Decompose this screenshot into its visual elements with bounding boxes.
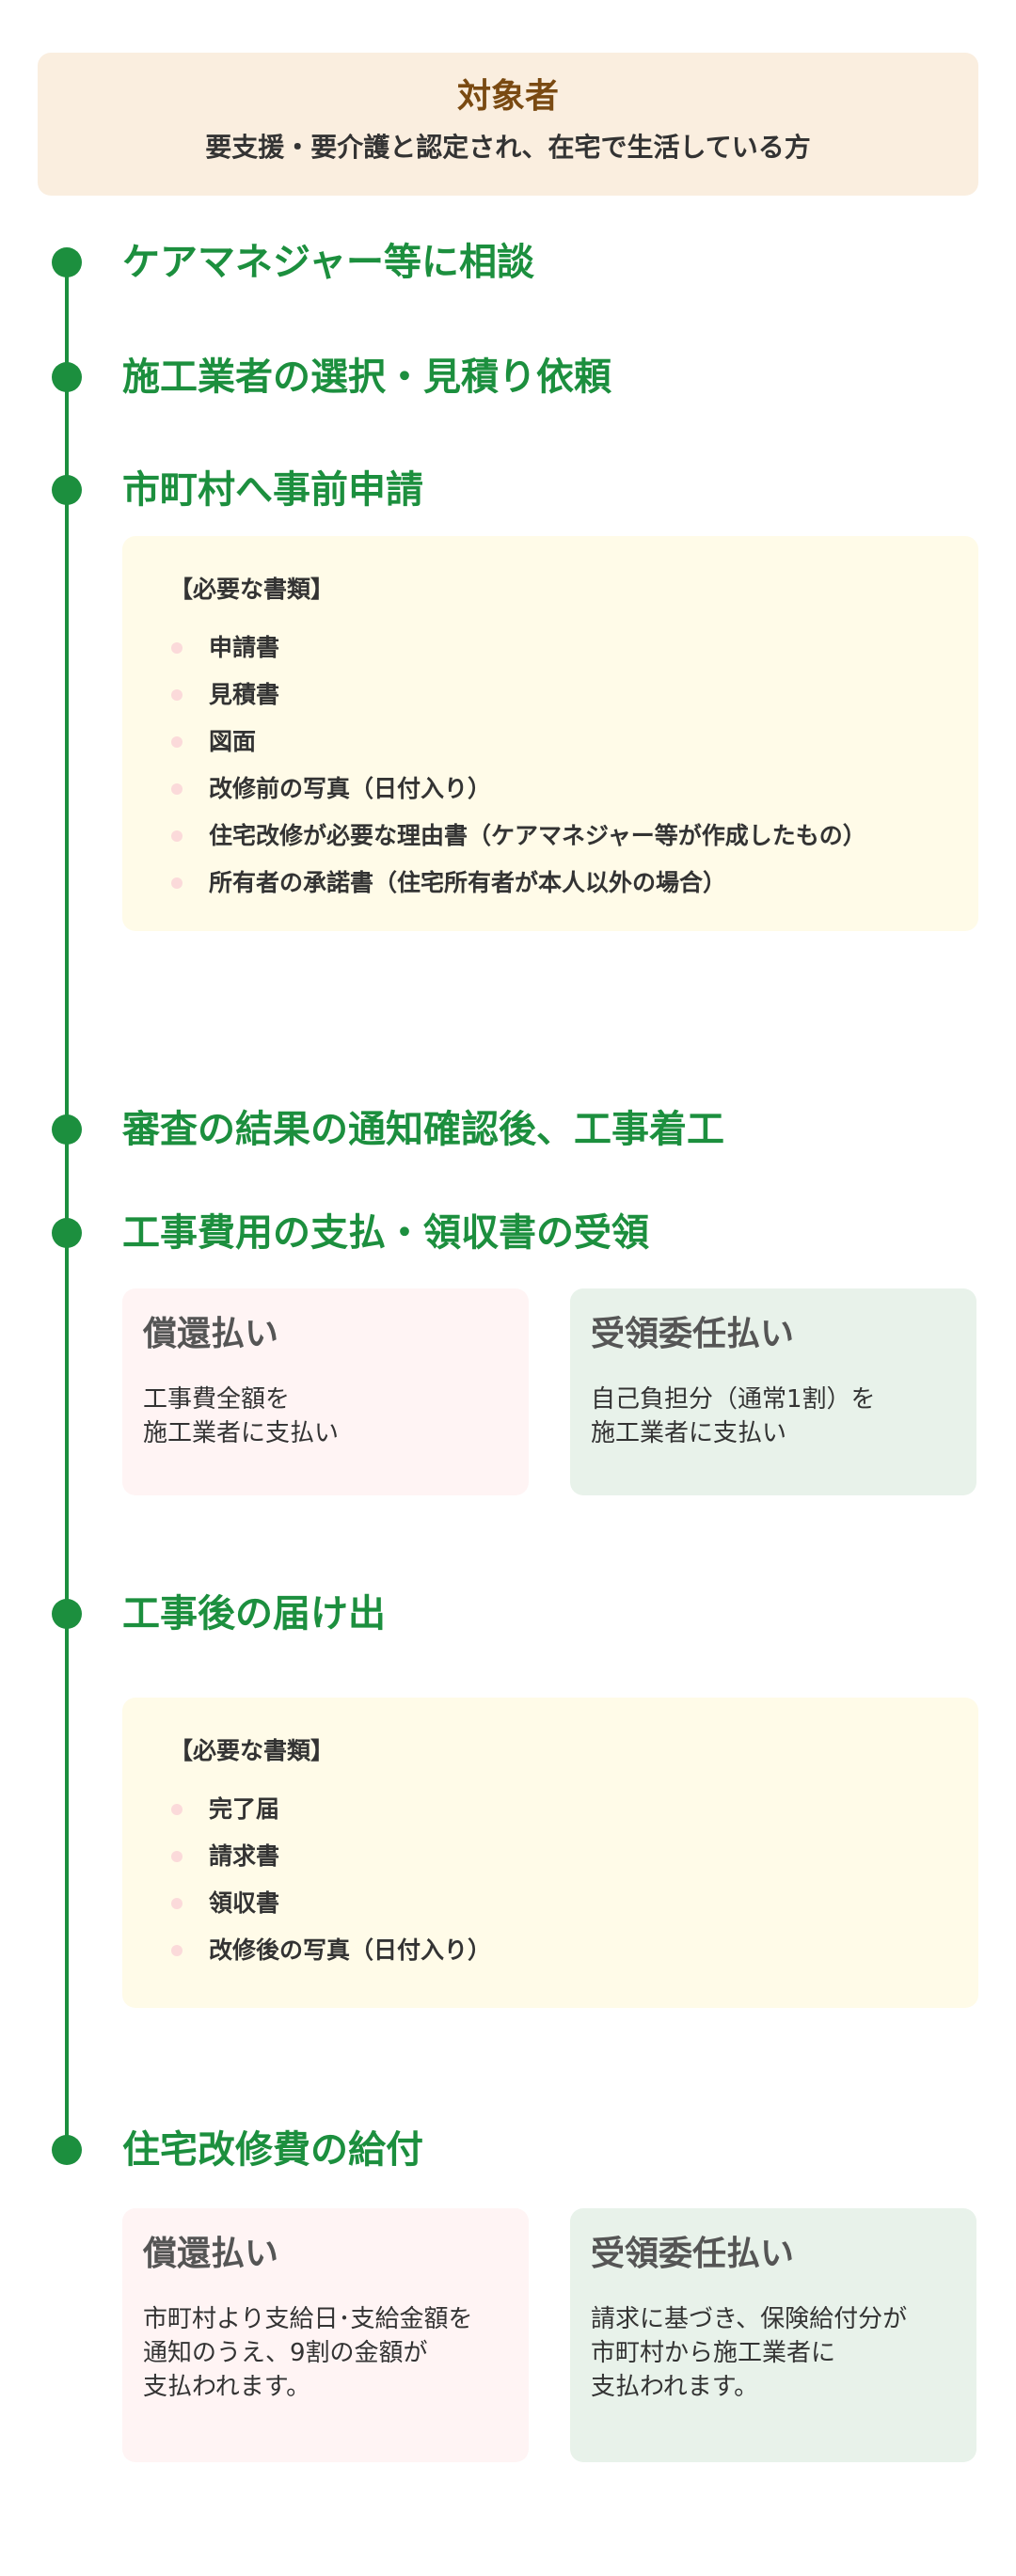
timeline-dot-icon [52, 247, 82, 277]
bullet-icon [171, 642, 183, 654]
documents-heading: 【必要な書類】 [169, 576, 335, 603]
step-payment: 工事費用の支払・領収書の受領 [0, 1204, 1016, 1260]
step-title: 施工業者の選択・見積り依頼 [122, 356, 611, 399]
step-consult: ケアマネジャー等に相談 [0, 233, 1016, 290]
benefit-card-delegated: 受領委任払い 請求に基づき、保険給付分が 市町村から施工業者に 支払われます。 [570, 2208, 976, 2462]
list-item: 請求書 [169, 1833, 931, 1880]
bullet-icon [171, 1804, 183, 1815]
target-box: 対象者 要支援・要介護と認定され、在宅で生活している方 [38, 53, 978, 196]
timeline-dot-icon [52, 475, 82, 505]
step-benefit: 住宅改修費の給付 [0, 2121, 1016, 2177]
target-title: 対象者 [456, 77, 559, 116]
bullet-icon [171, 830, 183, 842]
step-report: 工事後の届け出 [0, 1585, 1016, 1641]
card-body: 自己負担分（通常1割）を 施工業者に支払い [591, 1385, 876, 1447]
timeline-dot-icon [52, 1218, 82, 1248]
bullet-icon [171, 1898, 183, 1909]
list-item: 改修後の写真（日付入り） [169, 1927, 931, 1974]
step-estimate: 施工業者の選択・見積り依頼 [0, 348, 1016, 404]
step-title: 住宅改修費の給付 [122, 2128, 423, 2172]
list-item: 見積書 [169, 672, 931, 719]
step-title: 市町村へ事前申請 [122, 468, 423, 512]
timeline-dot-icon [52, 2135, 82, 2165]
timeline-dot-icon [52, 1114, 82, 1145]
list-item: 完了届 [169, 1786, 931, 1833]
step-title: 審査の結果の通知確認後、工事着工 [122, 1108, 724, 1151]
benefit-card-reimbursement: 償還払い 市町村より支給日･支給金額を 通知のうえ、9割の金額が 支払われます。 [122, 2208, 529, 2462]
payment-card-reimbursement: 償還払い 工事費全額を 施工業者に支払い [122, 1288, 529, 1495]
step-review: 審査の結果の通知確認後、工事着工 [0, 1100, 1016, 1157]
bullet-icon [171, 689, 183, 701]
timeline-dot-icon [52, 1599, 82, 1629]
list-item: 住宅改修が必要な理由書（ケアマネジャー等が作成したもの） [169, 813, 931, 860]
list-item: 図面 [169, 719, 931, 766]
timeline-line [65, 261, 69, 2161]
step-title: 工事費用の支払・領収書の受領 [122, 1211, 649, 1255]
card-title: 償還払い [143, 2235, 279, 2273]
card-title: 受領委任払い [591, 1315, 795, 1353]
step-title: 工事後の届け出 [122, 1592, 386, 1636]
list-item: 申請書 [169, 624, 931, 672]
payment-card-delegated: 受領委任払い 自己負担分（通常1割）を 施工業者に支払い [570, 1288, 976, 1495]
documents-list: 完了届 請求書 領収書 改修後の写真（日付入り） [169, 1786, 931, 1974]
bullet-icon [171, 783, 183, 795]
bullet-icon [171, 1945, 183, 1956]
card-title: 償還払い [143, 1315, 279, 1353]
bullet-icon [171, 877, 183, 889]
card-body: 工事費全額を 施工業者に支払い [143, 1385, 340, 1447]
documents-heading: 【必要な書類】 [169, 1737, 335, 1764]
bullet-icon [171, 1851, 183, 1862]
list-item: 領収書 [169, 1880, 931, 1927]
list-item: 所有者の承諾書（住宅所有者が本人以外の場合） [169, 860, 931, 907]
required-documents-report: 【必要な書類】 完了届 請求書 領収書 改修後の写真（日付入り） [122, 1698, 978, 2008]
bullet-icon [171, 736, 183, 748]
documents-list: 申請書 見積書 図面 改修前の写真（日付入り） 住宅改修が必要な理由書（ケアマネ… [169, 624, 931, 907]
step-title: ケアマネジャー等に相談 [122, 241, 534, 284]
list-item: 改修前の写真（日付入り） [169, 766, 931, 813]
timeline-dot-icon [52, 362, 82, 392]
target-subtitle: 要支援・要介護と認定され、在宅で生活している方 [205, 132, 811, 163]
step-apply: 市町村へ事前申請 [0, 461, 1016, 517]
card-body: 市町村より支給日･支給金額を 通知のうえ、9割の金額が 支払われます。 [143, 2305, 473, 2401]
card-body: 請求に基づき、保険給付分が 市町村から施工業者に 支払われます。 [591, 2305, 908, 2401]
required-documents-apply: 【必要な書類】 申請書 見積書 図面 改修前の写真（日付入り） 住宅改修が必要な… [122, 536, 978, 931]
card-title: 受領委任払い [591, 2235, 795, 2273]
